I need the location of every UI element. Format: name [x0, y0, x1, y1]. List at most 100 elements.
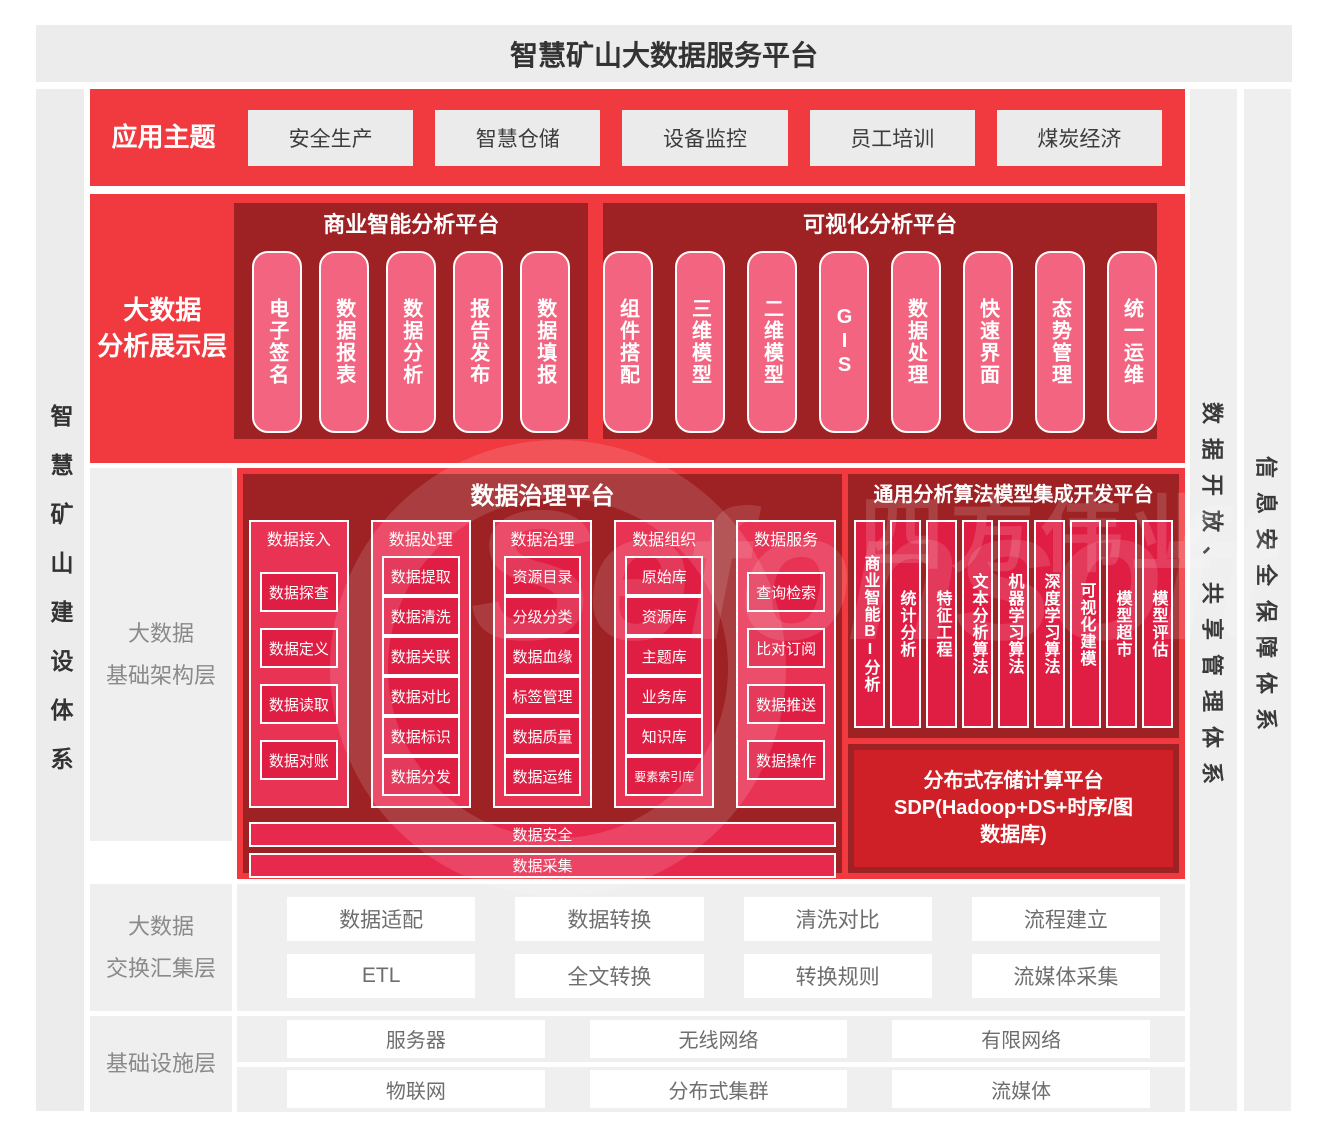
- pill: 态势管理: [1035, 251, 1085, 433]
- pill-label: 数据处理: [904, 298, 927, 386]
- gov-item: 标签管理: [503, 676, 582, 716]
- pill: 数据报表: [319, 251, 370, 433]
- pill: 二维模型: [747, 251, 797, 433]
- algo-item-label: 文本分析算法: [969, 573, 987, 675]
- exchange-item: 全文转换: [515, 953, 704, 998]
- facility-bands: 服务器 无线网络 有限网络 物联网 分布式集群 流媒体: [237, 1016, 1185, 1112]
- exchange-item: 数据适配: [287, 897, 476, 941]
- pill-label: 数据分析: [399, 298, 422, 386]
- label-line: 大数据: [123, 295, 202, 326]
- gov-column-organization: 数据组织 原始库 资源库 主题库 业务库 知识库 要素索引库: [614, 520, 715, 808]
- exchange-item: 清洗对比: [743, 897, 932, 941]
- pill: 报告发布: [453, 251, 504, 433]
- infrastructure-label: 大数据 基础架构层: [90, 468, 232, 841]
- gov-item: 数据清洗: [381, 596, 460, 636]
- pill-label: GIS: [833, 306, 856, 378]
- gov-item: 数据对账: [260, 740, 338, 780]
- facility-item: 有限网络: [892, 1019, 1150, 1058]
- gov-item: 数据读取: [260, 684, 338, 724]
- facility-item: 分布式集群: [589, 1070, 848, 1109]
- facility-band: 物联网 分布式集群 流媒体: [237, 1066, 1185, 1112]
- infrastructure-frame: 数据治理平台 数据接入 数据探查 数据定义 数据读取 数据对账: [237, 468, 1185, 879]
- gov-column-items: 数据探查 数据定义 数据读取 数据对账: [260, 556, 338, 796]
- algo-item: 模型超市: [1106, 520, 1137, 728]
- right-rail-label-2: 信息安全保障体系: [1253, 455, 1279, 744]
- algo-item: 可视化建模: [1070, 520, 1101, 728]
- gov-item: 比对订阅: [747, 628, 825, 668]
- gov-item: 查询检索: [747, 572, 825, 612]
- facility-row: 基础设施层 服务器 无线网络 有限网络 物联网 分布式集群 流媒体: [90, 1016, 1185, 1112]
- pill-label: 快速界面: [976, 298, 999, 386]
- right-rail-label-1: 数据开放、共享管理体系: [1199, 401, 1225, 798]
- gov-item: 资源库: [625, 596, 704, 636]
- label-line: 交换汇集层: [105, 955, 216, 981]
- facility-item: 无线网络: [589, 1019, 848, 1058]
- app-theme-boxes: 安全生产 智慧仓储 设备监控 员工培训 煤炭经济: [237, 109, 1185, 166]
- pill-label: 二维模型: [760, 298, 783, 386]
- algo-item: 文本分析算法: [962, 520, 993, 728]
- label-line: 分析展示层: [97, 330, 228, 361]
- gov-item: 资源目录: [503, 556, 582, 596]
- pill-label: 三维模型: [688, 298, 711, 386]
- gov-column-items: 资源目录 分级分类 数据血缘 标签管理 数据质量 数据运维: [503, 556, 582, 796]
- page-title: 智慧矿山大数据服务平台: [36, 25, 1292, 82]
- gov-column-items: 原始库 资源库 主题库 业务库 知识库 要素索引库: [625, 556, 704, 796]
- gov-item: 数据运维: [503, 756, 582, 796]
- facility-label: 基础设施层: [90, 1016, 232, 1112]
- gov-column-header: 数据服务: [754, 532, 819, 549]
- algo-item-label: 深度学习算法: [1041, 573, 1059, 675]
- facility-band: 服务器 无线网络 有限网络: [237, 1016, 1185, 1062]
- algo-item: 商业智能BI分析: [854, 520, 885, 728]
- gov-column-header: 数据接入: [266, 532, 331, 549]
- gov-item: 数据推送: [747, 684, 825, 724]
- pill: 数据填报: [520, 251, 571, 433]
- facility-item: 流媒体: [892, 1070, 1150, 1109]
- pill: 快速界面: [963, 251, 1013, 433]
- exchange-label: 大数据 交换汇集层: [90, 884, 232, 1011]
- gov-item: 数据质量: [503, 716, 582, 756]
- gov-item: 原始库: [625, 556, 704, 596]
- pill-label: 态势管理: [1048, 298, 1071, 386]
- data-security-bar: 数据安全: [249, 822, 836, 847]
- pill-label: 统一运维: [1120, 298, 1143, 386]
- algorithm-title: 通用分析算法模型集成开发平台: [873, 484, 1154, 506]
- pill: 三维模型: [675, 251, 725, 433]
- pill-label: 报告发布: [466, 298, 489, 386]
- algo-item: 特征工程: [926, 520, 957, 728]
- visual-analysis-title: 可视化分析平台: [802, 212, 957, 237]
- left-rail-label: 智慧矿山建设体系: [47, 404, 73, 796]
- app-theme-item: 智慧仓储: [435, 109, 601, 166]
- pill: 数据处理: [891, 251, 941, 433]
- app-theme-label: 应用主题: [111, 121, 216, 152]
- infrastructure-row: 大数据 基础架构层 数据治理平台 数据接入 数据探查 数据定义 数据读取 数据对…: [90, 468, 1185, 879]
- gov-item: 数据对比: [381, 676, 460, 716]
- algo-item-label: 模型超市: [1113, 590, 1131, 658]
- gov-column-access: 数据接入 数据探查 数据定义 数据读取 数据对账: [249, 520, 349, 808]
- right-rail-data-openness: 数据开放、共享管理体系: [1190, 89, 1237, 1111]
- app-theme-item: 设备监控: [622, 109, 788, 166]
- gov-item: 主题库: [625, 636, 704, 676]
- visual-analysis-panel: 可视化分析平台 组件搭配 三维模型 二维模型 GIS 数据处理 快速界面 态势管…: [603, 203, 1157, 439]
- algo-item: 模型评估: [1142, 520, 1173, 728]
- pill: 统一运维: [1107, 251, 1157, 433]
- bi-analysis-panel: 商业智能分析平台 电子签名 数据报表 数据分析 报告发布 数据填报: [234, 203, 588, 439]
- pill-label: 组件搭配: [616, 298, 639, 386]
- gov-item: 业务库: [625, 676, 704, 716]
- algo-item: 机器学习算法: [998, 520, 1029, 728]
- data-governance-title: 数据治理平台: [470, 483, 615, 510]
- gov-column-header: 数据组织: [632, 532, 697, 549]
- algo-item-label: 特征工程: [933, 590, 951, 658]
- app-theme-item: 员工培训: [809, 109, 975, 166]
- gov-item: 要素索引库: [625, 756, 704, 796]
- gov-item: 知识库: [625, 716, 704, 756]
- data-collection-bar: 数据采集: [249, 853, 836, 878]
- gov-item: 数据操作: [747, 740, 825, 780]
- gov-item: 数据探查: [260, 572, 338, 612]
- gov-column-items: 数据提取 数据清洗 数据关联 数据对比 数据标识 数据分发: [381, 556, 460, 796]
- storage-platform-panel: 分布式存储计算平台 SDP(Hadoop+DS+时序/图 数据库): [848, 744, 1179, 873]
- gov-column-governance: 数据治理 资源目录 分级分类 数据血缘 标签管理 数据质量 数据运维: [492, 520, 593, 808]
- app-theme-row: 应用主题 安全生产 智慧仓储 设备监控 员工培训 煤炭经济: [90, 89, 1185, 186]
- exchange-item: 转换规则: [743, 953, 932, 998]
- storage-line: SDP(Hadoop+DS+时序/图: [894, 797, 1133, 819]
